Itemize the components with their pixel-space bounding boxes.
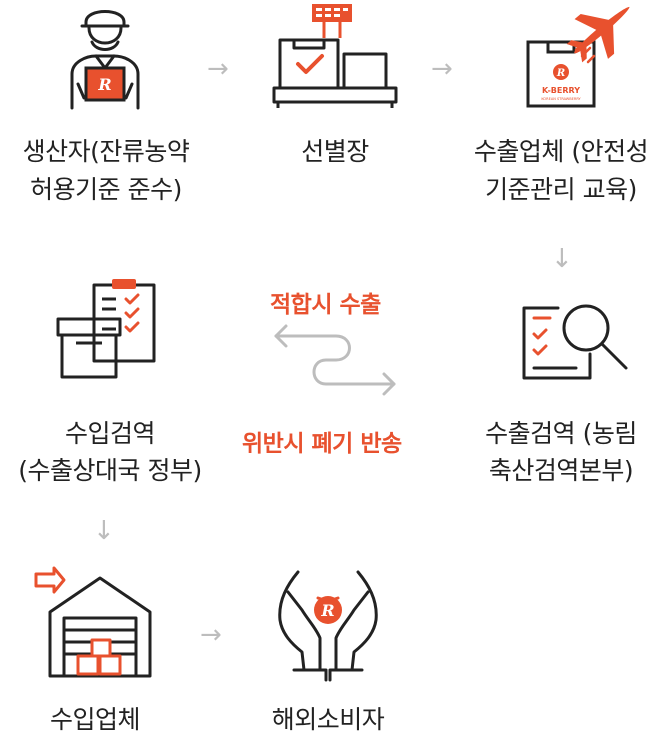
import-inspection-icon: [56, 279, 156, 379]
arrow-down-icon: ↓: [93, 516, 115, 546]
export-inspection-icon: [522, 304, 628, 380]
arrow-right-icon: →: [207, 54, 229, 84]
importer-warehouse-icon: [34, 566, 152, 678]
consumer-hands-icon: R: [278, 570, 378, 682]
sorting-label: 선별장: [301, 137, 369, 166]
export-inspection-label-2: 축산검역본부): [488, 456, 634, 485]
importer-label: 수입업체: [49, 705, 141, 734]
producer-icon: R: [70, 10, 140, 110]
svg-text:R: R: [556, 68, 565, 79]
arrow-right-icon: →: [200, 620, 222, 650]
return-flow-arrow-icon: [274, 324, 396, 396]
producer-label-2: 허용기준 준수): [30, 175, 182, 204]
import-inspection-label-2: (수출상대국 정부): [18, 456, 202, 485]
pass-export-label: 적합시 수출: [270, 292, 381, 318]
fail-return-label: 위반시 폐기 반송: [242, 431, 402, 457]
arrow-right-icon: →: [431, 54, 453, 84]
svg-text:R: R: [97, 75, 111, 94]
arrow-down-icon: ↓: [551, 244, 573, 274]
exporter-label-1: 수출업체 (안전성: [473, 137, 649, 166]
import-inspection-label-1: 수입검역: [64, 419, 156, 448]
exporter-icon: R K-BERRY KOREAN STRAWBERRY: [526, 6, 630, 108]
consumer-label: 해외소비자: [271, 705, 385, 734]
svg-text:R: R: [320, 601, 334, 620]
exporter-label-2: 기준관리 교육): [485, 175, 637, 204]
producer-label-1: 생산자(잔류농약: [22, 137, 190, 166]
sorting-station-icon: [272, 4, 398, 108]
logo-sub-text: KOREAN STRAWBERRY: [541, 97, 581, 101]
export-inspection-label-1: 수출검역 (농림: [485, 419, 637, 448]
logo-brand-text: K-BERRY: [542, 86, 580, 95]
